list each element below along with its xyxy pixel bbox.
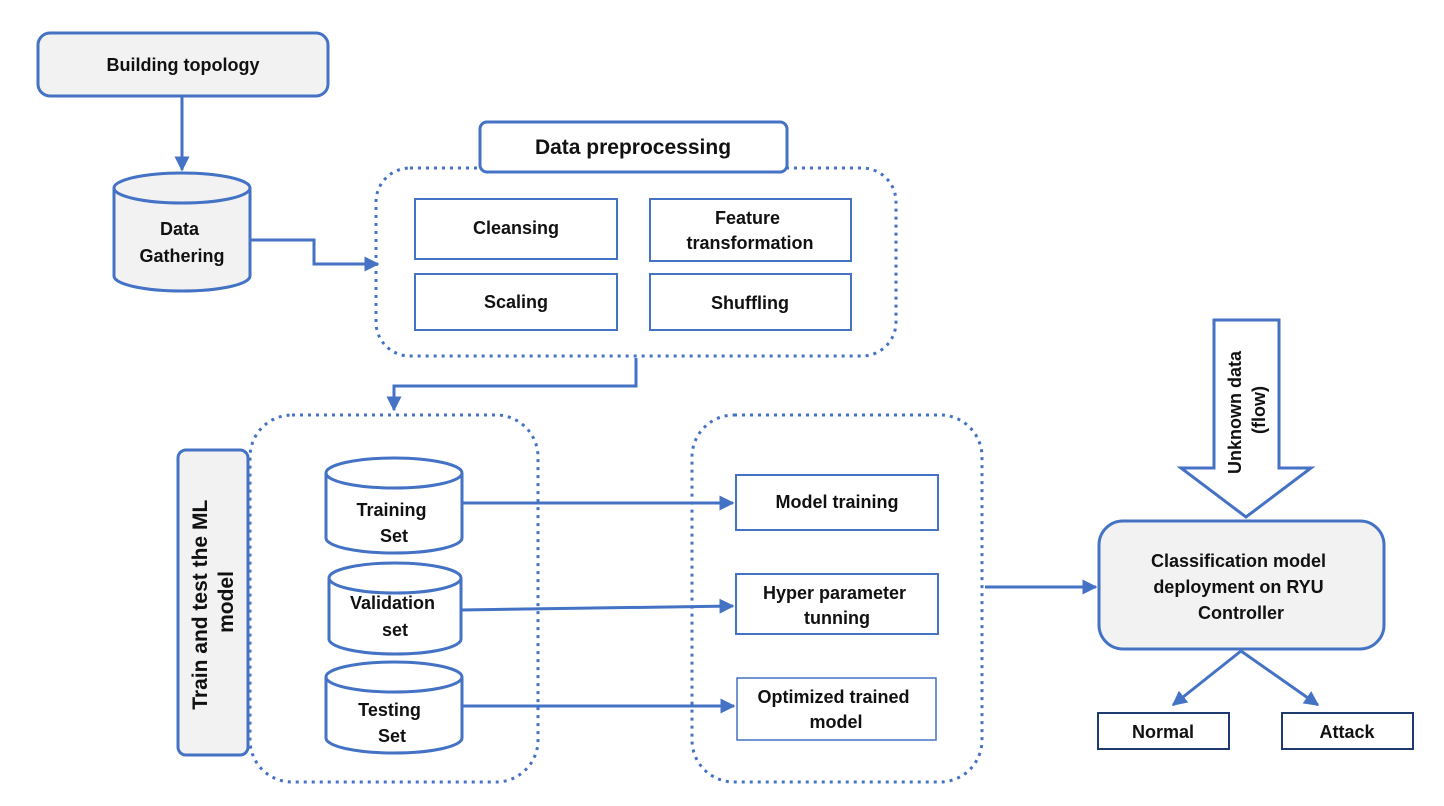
- feature-transformation-label: Feature transformation: [686, 208, 813, 253]
- arrow-to-normal: [1171, 649, 1242, 707]
- training-set-label: Training Set: [356, 500, 431, 546]
- building-topology-label: Building topology: [107, 55, 260, 75]
- data-preprocessing-title-box: Data preprocessing: [478, 120, 789, 174]
- shuffling-box: Shuffling: [649, 273, 852, 331]
- arrow-validation-to-hyper: [460, 598, 735, 614]
- cleansing-label: Cleansing: [473, 218, 559, 238]
- arrow-preprocessing-to-train: [386, 358, 638, 412]
- arrow-gathering-to-preprocessing: [250, 238, 380, 272]
- data-gathering-cylinder: Data Gathering: [112, 171, 252, 293]
- train-test-vertical-label: Train and test the ML model: [189, 494, 238, 710]
- classification-box: Classification model deployment on RYU C…: [1097, 519, 1386, 651]
- classification-label: Classification model deployment on RYU C…: [1151, 551, 1331, 623]
- validation-set-cylinder: Validation set: [327, 561, 463, 656]
- train-test-container: [248, 413, 540, 784]
- scaling-box: Scaling: [414, 273, 618, 331]
- normal-label: Normal: [1132, 722, 1194, 742]
- building-topology-box: Building topology: [36, 31, 330, 98]
- normal-box: Normal: [1097, 712, 1230, 750]
- scaling-label: Scaling: [484, 292, 548, 312]
- optimized-model-box: Optimized trained model: [736, 677, 937, 741]
- training-set-cylinder: Training Set: [324, 456, 464, 555]
- model-training-label: Model training: [776, 492, 899, 512]
- model-training-box: Model training: [735, 474, 939, 531]
- data-preprocessing-title: Data preprocessing: [535, 136, 731, 159]
- train-test-vertical-label-box: Train and test the ML model: [176, 448, 250, 757]
- testing-set-cylinder: Testing Set: [324, 660, 464, 755]
- unknown-data-arrow: Unknown data (flow): [1176, 318, 1316, 519]
- arrow-to-attack: [1240, 649, 1320, 707]
- hyper-parameter-label: Hyper parameter tunning: [763, 583, 911, 628]
- data-gathering-label: Data Gathering: [139, 219, 224, 266]
- model-container: [690, 413, 984, 784]
- shuffling-label: Shuffling: [711, 293, 789, 313]
- validation-set-label: Validation set: [350, 593, 440, 640]
- testing-set-label: Testing Set: [358, 700, 426, 746]
- attack-label: Attack: [1319, 722, 1375, 742]
- attack-box: Attack: [1281, 712, 1414, 750]
- unknown-data-label: Unknown data (flow): [1225, 346, 1269, 474]
- hyper-parameter-box: Hyper parameter tunning: [735, 573, 939, 635]
- feature-transformation-box: Feature transformation: [649, 198, 852, 262]
- cleansing-box: Cleansing: [414, 198, 618, 260]
- optimized-model-label: Optimized trained model: [757, 687, 914, 732]
